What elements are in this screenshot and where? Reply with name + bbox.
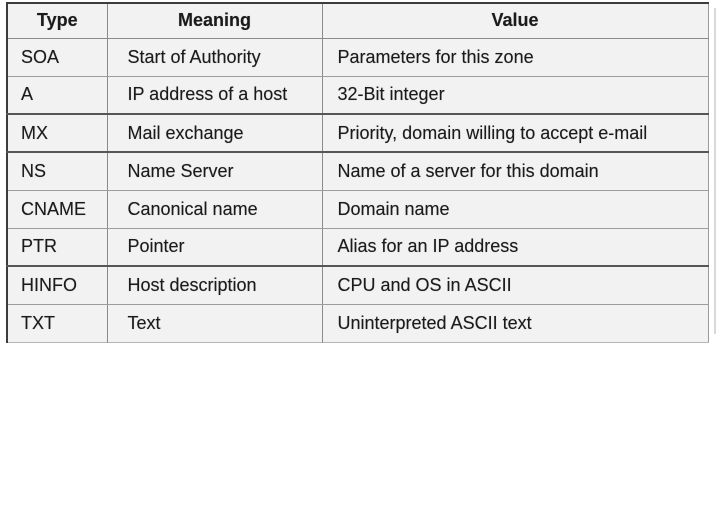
table-row: NS Name Server Name of a server for this…: [7, 152, 708, 191]
cell-meaning: Pointer: [106, 228, 322, 267]
cell-value: Name of a server for this domain: [321, 152, 708, 191]
table-row: TXT Text Uninterpreted ASCII text: [7, 304, 708, 342]
cell-value: CPU and OS in ASCII: [321, 266, 708, 305]
cell-value: Domain name: [321, 190, 708, 229]
cell-type: TXT: [21, 312, 55, 333]
cell-value: 32-Bit integer: [321, 76, 708, 115]
cell-meaning: Name Server: [106, 152, 322, 191]
table-row: HINFO Host description CPU and OS in ASC…: [7, 266, 708, 305]
table-row: CNAME Canonical name Domain name: [7, 190, 708, 229]
cell-meaning: Text: [106, 304, 322, 342]
cell-meaning: Canonical name: [106, 190, 322, 229]
cell-meaning: IP address of a host: [106, 76, 322, 115]
cell-type: SOA: [7, 38, 107, 77]
column-header-value: Value: [321, 3, 708, 39]
cell-type: NS: [7, 152, 107, 191]
table-row: MX Mail exchange Priority, domain willin…: [7, 114, 708, 153]
cell-type: HINFO: [7, 266, 107, 305]
cell-type: PTR: [7, 228, 107, 267]
column-header-meaning: Meaning: [106, 3, 322, 39]
cell-value: Priority, domain willing to accept e-mai…: [321, 114, 708, 153]
cell-meaning: Host description: [106, 266, 322, 305]
table-header-row: Type Meaning Value: [7, 3, 708, 39]
cell-value: Uninterpreted ASCII text: [321, 304, 708, 342]
dns-record-types-table: Type Meaning Value SOA Start of Authorit…: [6, 2, 709, 343]
cell-value: Alias for an IP address: [321, 228, 708, 267]
cell-meaning: Start of Authority: [106, 38, 322, 77]
table-row: PTR Pointer Alias for an IP address: [7, 228, 708, 267]
cell-type: CNAME: [7, 190, 107, 229]
column-header-type: Type: [7, 3, 107, 39]
cell-value: Parameters for this zone: [321, 38, 708, 77]
table-row: SOA Start of Authority Parameters for th…: [7, 38, 708, 77]
page-edge-artifact: [714, 8, 716, 334]
cell-type: MX: [7, 114, 107, 153]
cell-type: A: [7, 76, 107, 115]
cell-meaning: Mail exchange: [106, 114, 322, 153]
table-row: A IP address of a host 32-Bit integer: [7, 76, 708, 115]
